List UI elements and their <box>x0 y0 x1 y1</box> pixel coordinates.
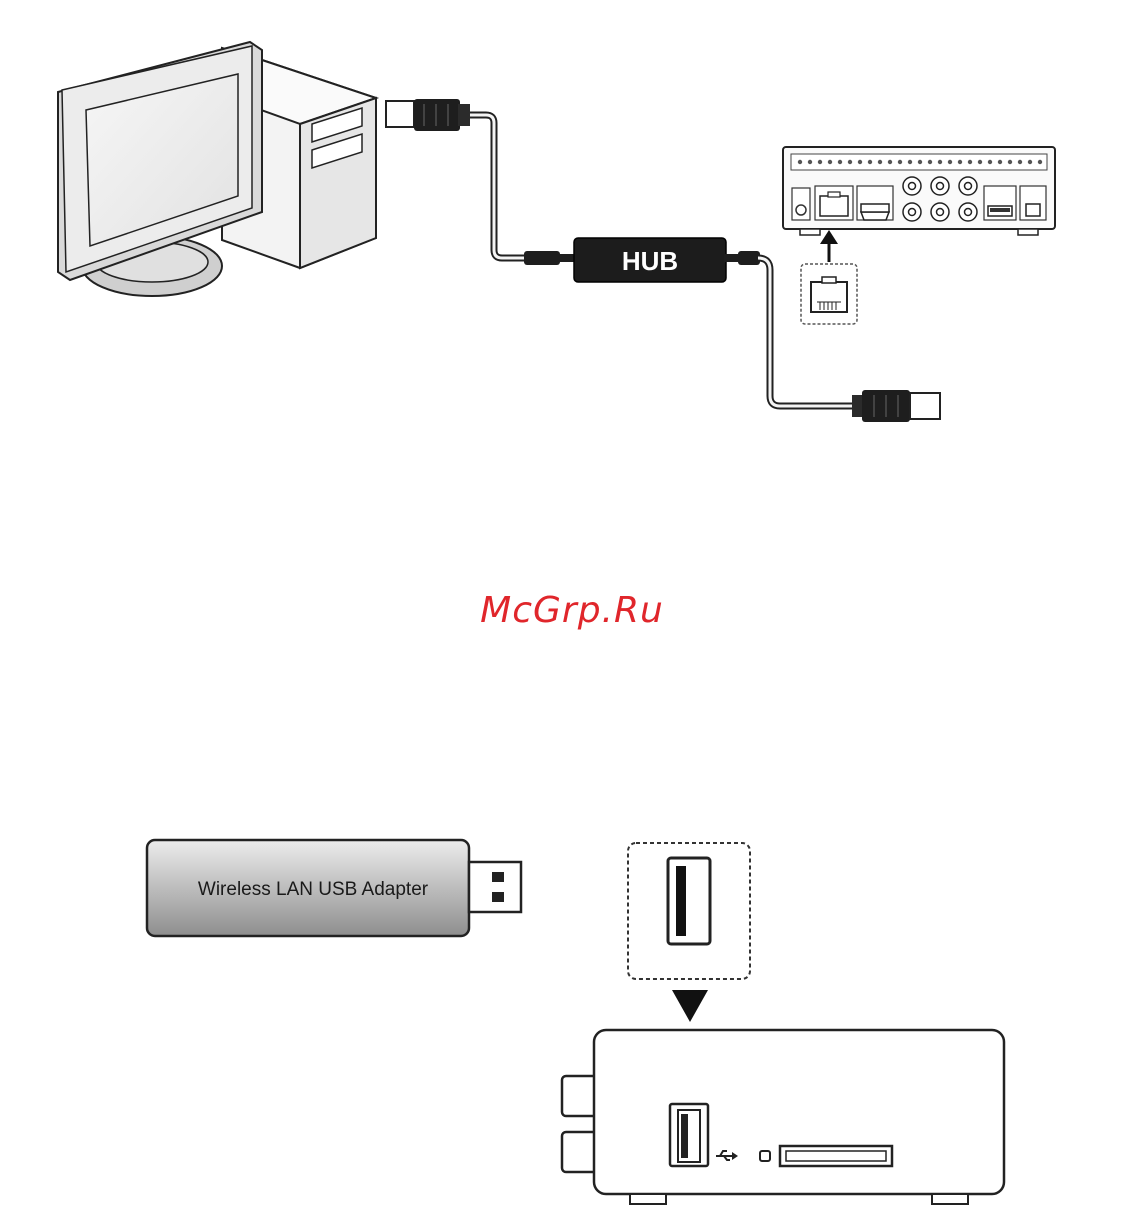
wireless-adapter-diagram: Wireless LAN USB Adapter <box>147 840 1004 1204</box>
adapter-label: Wireless LAN USB Adapter <box>198 879 429 900</box>
usb-port-icon <box>984 186 1016 220</box>
usb-port-callout <box>628 843 750 1022</box>
lan-port-icon <box>815 186 853 220</box>
desktop-computer-icon <box>58 42 376 296</box>
lan-port-icon <box>811 277 847 312</box>
rj45-plug-icon <box>852 390 940 422</box>
status-led-icon <box>760 1151 770 1161</box>
media-player-rear-panel <box>783 147 1055 235</box>
card-slot-icon <box>780 1146 892 1166</box>
rj45-plug-icon <box>386 99 470 131</box>
media-player-front-panel <box>562 1030 1004 1204</box>
optical-port-icon <box>1020 186 1046 220</box>
usb-port-icon <box>670 1104 708 1166</box>
usb-port-icon <box>668 858 710 944</box>
watermark-text: McGrp.Ru <box>480 590 664 631</box>
network-hub: HUB <box>574 238 726 282</box>
hub-label: HUB <box>622 246 678 276</box>
down-arrow-icon <box>672 990 708 1022</box>
wired-network-diagram: HUB <box>58 42 1055 422</box>
wireless-lan-usb-adapter: Wireless LAN USB Adapter <box>147 840 521 936</box>
hdmi-port-icon <box>857 186 893 220</box>
lan-port-callout <box>801 230 857 324</box>
lan-cable-pc-to-hub <box>386 99 576 265</box>
